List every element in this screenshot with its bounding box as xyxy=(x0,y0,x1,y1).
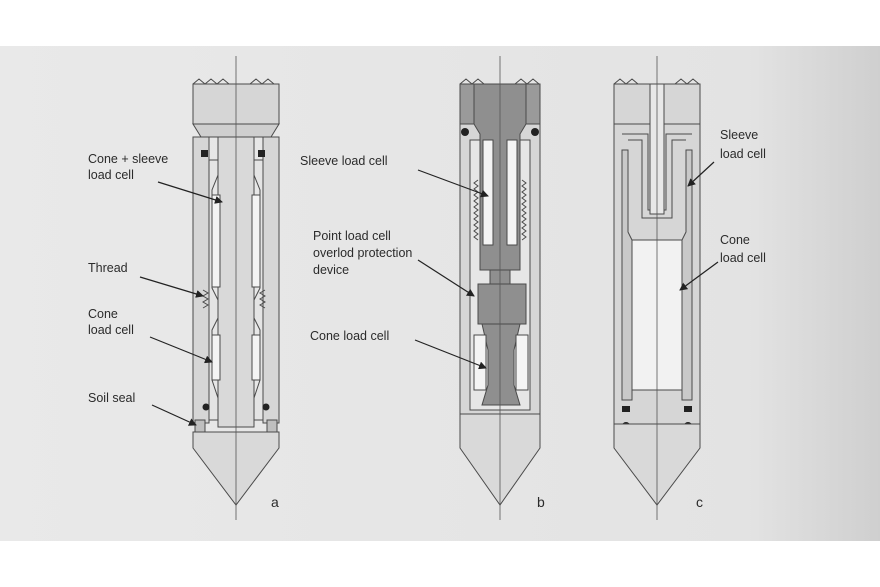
label-cone-load-cell-b: Cone load cell xyxy=(310,329,389,343)
label-sleeve-load-cell: Sleeve load cell xyxy=(300,154,388,168)
label-point-line2: overlod protection xyxy=(313,246,412,260)
letter-b: b xyxy=(537,494,545,510)
penetrometer-a xyxy=(192,56,280,520)
label-soil-seal: Soil seal xyxy=(88,391,135,405)
label-cone-sleeve-line2: load cell xyxy=(88,168,134,182)
penetrometer-c xyxy=(613,56,701,520)
diagram-panel xyxy=(0,46,880,541)
label-sleeve-c-line2: load cell xyxy=(720,147,766,161)
penetrometer-b xyxy=(459,56,541,520)
label-cone-a-line1: Cone xyxy=(88,307,118,321)
label-cone-sleeve-line1: Cone + sleeve xyxy=(88,152,168,166)
letter-c: c xyxy=(696,494,703,510)
label-thread: Thread xyxy=(88,261,128,275)
labels: Cone + sleeve load cell Thread Cone load… xyxy=(88,128,766,510)
label-cone-a-line2: load cell xyxy=(88,323,134,337)
label-point-line1: Point load cell xyxy=(313,229,391,243)
label-cone-c-line1: Cone xyxy=(720,233,750,247)
label-sleeve-c-line1: Sleeve xyxy=(720,128,758,142)
label-cone-c-line2: load cell xyxy=(720,251,766,265)
label-point-line3: device xyxy=(313,263,349,277)
leaders xyxy=(139,161,719,426)
letter-a: a xyxy=(271,494,279,510)
